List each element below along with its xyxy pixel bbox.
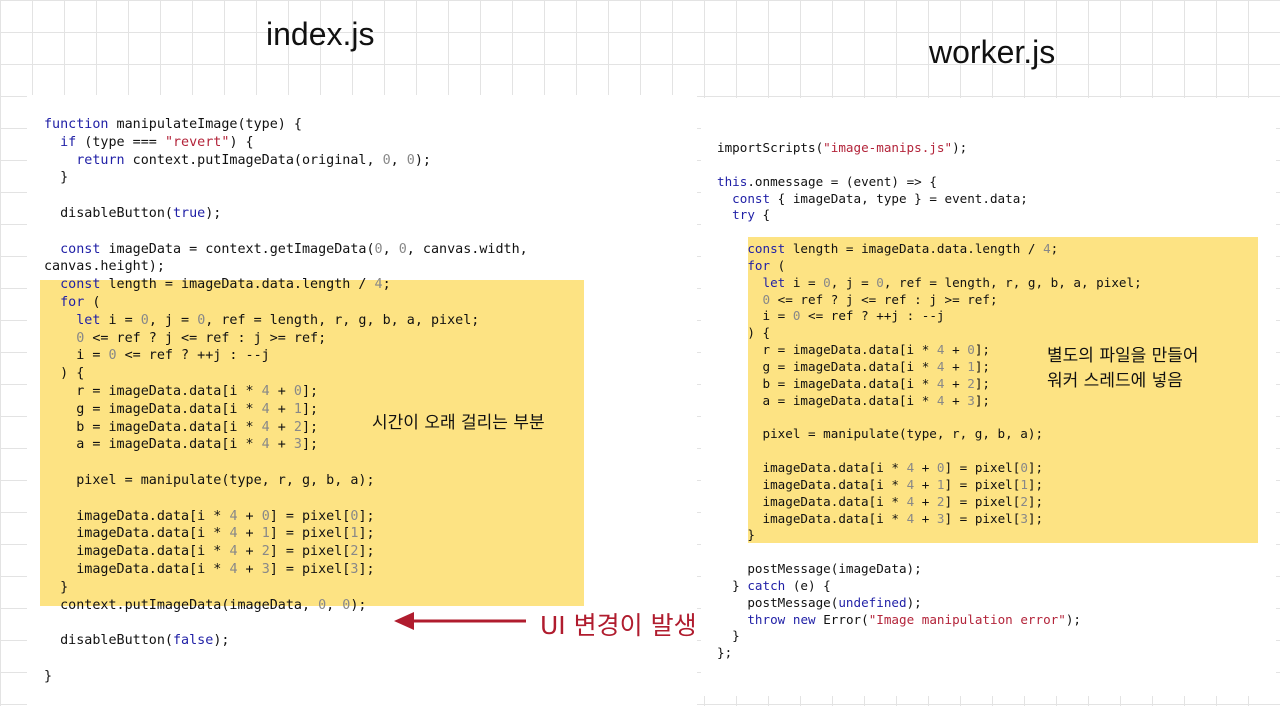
slow-section-highlight xyxy=(40,280,584,606)
left-arrow-icon xyxy=(394,612,526,630)
worker-annotation-line2: 워커 스레드에 넣음 xyxy=(1047,371,1183,391)
index-js-code: function manipulateImage(type) { if (typ… xyxy=(44,117,528,684)
ui-change-annotation: UI 변경이 발생 xyxy=(540,611,694,640)
index-js-title: index.js xyxy=(266,16,375,52)
worker-annotation-line1: 별도의 파일을 만들어 xyxy=(1047,346,1199,366)
worker-section-highlight xyxy=(748,237,1258,543)
worker-js-code: importScripts("image-manips.js"); this.o… xyxy=(717,140,1142,661)
worker-js-title: worker.js xyxy=(929,34,1056,70)
slow-part-annotation: 시간이 오래 걸리는 부분 xyxy=(372,413,545,433)
